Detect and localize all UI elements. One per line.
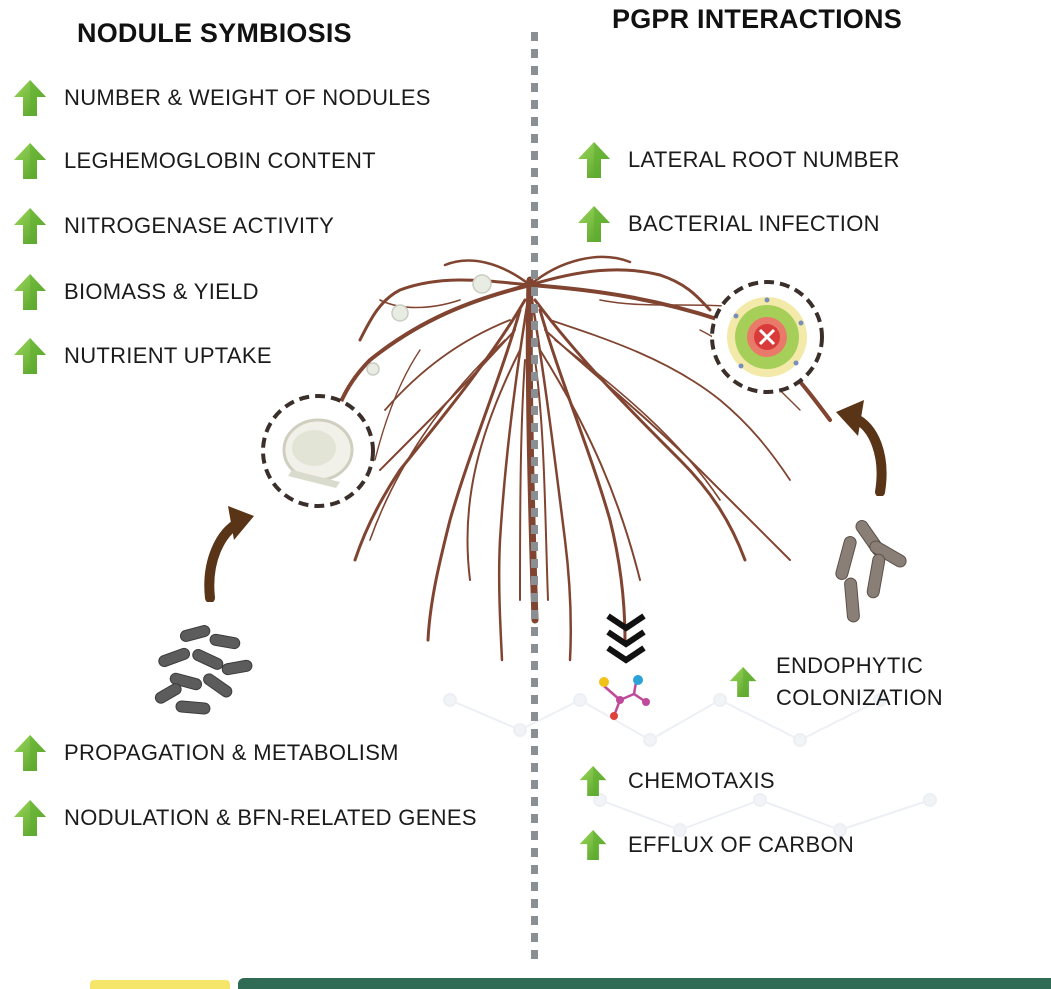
item-label: CHEMOTAXIS xyxy=(628,766,775,796)
colony-icon xyxy=(706,278,828,396)
item-label: EFFLUX OF CARBON xyxy=(628,830,854,860)
up-arrow-icon xyxy=(12,206,48,246)
list-item: NITROGENASE ACTIVITY xyxy=(12,206,334,246)
item-label: NUMBER & WEIGHT OF NODULES xyxy=(64,83,431,113)
up-arrow-icon xyxy=(728,663,758,701)
chevron-down-icon xyxy=(604,612,648,664)
up-arrow-icon xyxy=(12,78,48,118)
item-label: NITROGENASE ACTIVITY xyxy=(64,211,334,241)
nodule-icon xyxy=(258,392,378,510)
list-item: EFFLUX OF CARBON xyxy=(578,826,854,864)
left-heading: NODULE SYMBIOSIS xyxy=(77,18,352,49)
item-label: PROPAGATION & METABOLISM xyxy=(64,738,399,768)
up-arrow-icon xyxy=(12,336,48,376)
list-item: CHEMOTAXIS xyxy=(578,762,775,800)
molecule-icon xyxy=(590,672,660,728)
list-item: BACTERIAL INFECTION xyxy=(576,204,880,244)
up-arrow-icon xyxy=(576,140,612,180)
bacteria-icon xyxy=(150,622,260,722)
list-item: LATERAL ROOT NUMBER xyxy=(576,140,900,180)
up-arrow-icon xyxy=(12,733,48,773)
dashed-divider xyxy=(531,32,538,962)
list-item: PROPAGATION & METABOLISM xyxy=(12,733,399,773)
bacteria-icon xyxy=(830,508,930,628)
list-item: NUMBER & WEIGHT OF NODULES xyxy=(12,78,431,118)
up-arrow-icon xyxy=(12,798,48,838)
up-arrow-icon xyxy=(576,204,612,244)
curved-arrow-icon xyxy=(198,502,258,602)
item-label: NUTRIENT UPTAKE xyxy=(64,341,272,371)
list-item: LEGHEMOGLOBIN CONTENT xyxy=(12,141,376,181)
item-label: NODULATION & BFN-RELATED GENES xyxy=(64,803,477,833)
item-label: LEGHEMOGLOBIN CONTENT xyxy=(64,146,376,176)
list-item: NODULATION & BFN-RELATED GENES xyxy=(12,798,477,838)
list-item: NUTRIENT UPTAKE xyxy=(12,336,272,376)
up-arrow-icon xyxy=(12,141,48,181)
up-arrow-icon xyxy=(578,762,608,800)
item-label-line: ENDOPHYTIC xyxy=(776,650,943,682)
up-arrow-icon xyxy=(12,272,48,312)
item-label-line: COLONIZATION xyxy=(776,682,943,714)
item-label: LATERAL ROOT NUMBER xyxy=(628,145,900,175)
root-nodules xyxy=(367,275,491,375)
list-item: BIOMASS & YIELD xyxy=(12,272,259,312)
item-label: BACTERIAL INFECTION xyxy=(628,209,880,239)
right-heading: PGPR INTERACTIONS xyxy=(612,4,902,35)
item-label: BIOMASS & YIELD xyxy=(64,277,259,307)
curved-arrow-icon xyxy=(832,396,894,496)
endophytic-item: ENDOPHYTIC COLONIZATION xyxy=(728,650,943,714)
bottom-strip xyxy=(0,978,1051,989)
up-arrow-icon xyxy=(578,826,608,864)
